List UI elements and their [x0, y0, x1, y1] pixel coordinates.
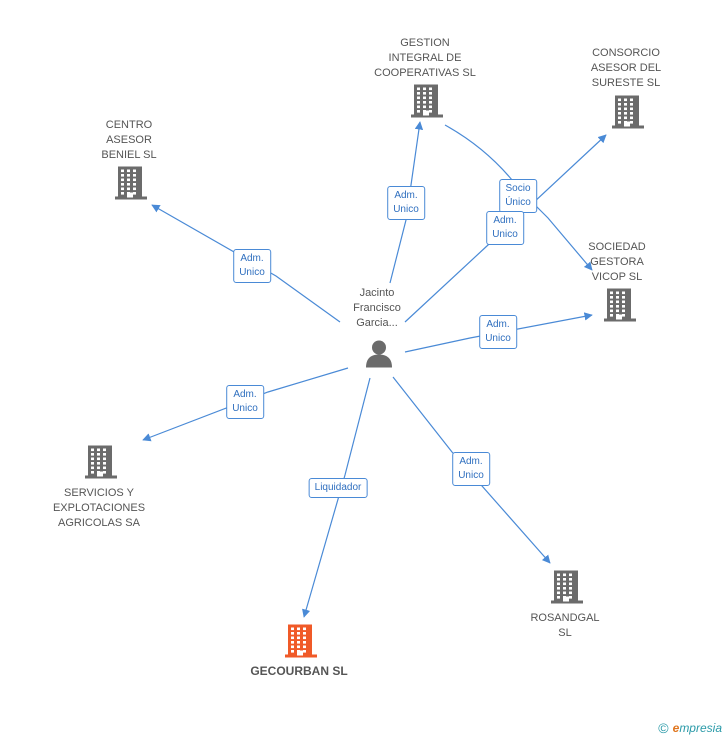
company-label-line: ROSANDGAL — [530, 612, 600, 624]
relation-label-line: Adm. — [240, 253, 264, 264]
company-label-line: GESTORA — [590, 256, 644, 268]
relation-label-line: Adm. — [394, 190, 418, 201]
copyright-icon: © — [658, 720, 669, 736]
company-label-consorcio[interactable]: CONSORCIO ASESOR DEL SURESTE SL — [591, 46, 661, 91]
company-label-line: EXPLOTACIONES — [52, 502, 146, 514]
relation-label-line: Liquidador — [314, 482, 362, 493]
brand-name: mpresia — [679, 721, 722, 735]
relation-edge — [302, 377, 371, 618]
relation-edge — [392, 376, 551, 564]
company-label-line: SL — [558, 627, 572, 639]
building-icon[interactable] — [604, 288, 636, 327]
company-label-line: SERVICIOS Y — [64, 487, 134, 499]
relation-label-line: Adm. — [233, 389, 257, 400]
company-label-centro[interactable]: CENTRO ASESOR BENIEL SL — [101, 118, 156, 163]
relation-edge — [389, 121, 424, 284]
company-label-gestion[interactable]: GESTION INTEGRAL DE COOPERATIVAS SL — [374, 36, 476, 81]
company-label-line: CONSORCIO — [592, 47, 660, 59]
building-icon[interactable] — [85, 445, 117, 484]
company-label-line: BENIEL SL — [101, 149, 157, 161]
building-icon[interactable] — [612, 95, 644, 134]
relation-label-consorcio[interactable]: Adm. Unico — [486, 211, 524, 245]
person-name-line-2: Francisco — [353, 302, 401, 314]
company-label-line: GECOURBAN SL — [250, 664, 348, 678]
relation-edge — [142, 367, 349, 442]
relation-label-line: Unico — [239, 267, 265, 278]
relation-edge — [151, 204, 341, 323]
relation-label-line: Socio — [505, 183, 531, 194]
relation-label-sociedad[interactable]: Adm. Unico — [479, 315, 517, 349]
relation-label-line: Unico — [492, 229, 518, 240]
relation-label-line: Unico — [485, 333, 511, 344]
person-name-label[interactable]: Jacinto Francisco Garcia... — [353, 286, 401, 331]
relation-label-rosandgal[interactable]: Adm. Unico — [452, 452, 490, 486]
person-name-line-3: Garcia... — [356, 317, 398, 329]
brand-initial: e — [672, 721, 680, 735]
relation-edge — [404, 312, 593, 353]
company-label-rosandgal[interactable]: ROSANDGAL SL — [530, 611, 599, 641]
building-icon[interactable] — [551, 570, 583, 609]
relation-label-line: Único — [505, 197, 531, 208]
relation-label-servicios[interactable]: Adm. Unico — [226, 385, 264, 419]
person-icon[interactable] — [364, 339, 394, 374]
company-label-line: ASESOR — [106, 134, 152, 146]
relation-label-line: Adm. — [486, 319, 510, 330]
company-label-line: SOCIEDAD — [588, 241, 646, 253]
relation-label-centro[interactable]: Adm. Unico — [233, 249, 271, 283]
building-icon[interactable] — [411, 84, 443, 123]
relation-edge — [404, 134, 607, 323]
company-label-line: INTEGRAL DE — [388, 52, 462, 64]
building-icon[interactable] — [285, 624, 317, 663]
person-name-line-1: Jacinto — [359, 287, 395, 299]
company-label-sociedad[interactable]: SOCIEDAD GESTORA VICOP SL — [588, 240, 645, 285]
brand-logo: empresia — [673, 721, 722, 735]
relation-label-line: Unico — [393, 204, 419, 215]
relation-label-line: Unico — [458, 470, 484, 481]
relation-label-socio[interactable]: Socio Único — [499, 179, 537, 213]
company-label-line: GESTION — [400, 37, 450, 49]
company-label-line: VICOP SL — [591, 271, 643, 283]
company-label-gecourban[interactable]: GECOURBAN SL — [250, 664, 347, 679]
relation-label-line: Adm. — [459, 456, 483, 467]
company-label-line: ASESOR DEL — [590, 62, 662, 74]
company-label-servicios[interactable]: SERVICIOS Y EXPLOTACIONES AGRICOLAS SA — [53, 486, 145, 531]
relation-label-line: Unico — [232, 403, 258, 414]
relation-label-gestion[interactable]: Adm. Unico — [387, 186, 425, 220]
relation-label-gecourban[interactable]: Liquidador — [308, 478, 368, 498]
company-label-line: SURESTE SL — [591, 77, 661, 89]
relation-label-line: Adm. — [493, 215, 517, 226]
building-icon[interactable] — [115, 166, 147, 205]
company-label-line: COOPERATIVAS SL — [374, 67, 476, 79]
company-label-line: AGRICOLAS SA — [58, 517, 140, 529]
brand-footer[interactable]: © empresia — [658, 720, 722, 736]
company-label-line: CENTRO — [105, 119, 153, 131]
